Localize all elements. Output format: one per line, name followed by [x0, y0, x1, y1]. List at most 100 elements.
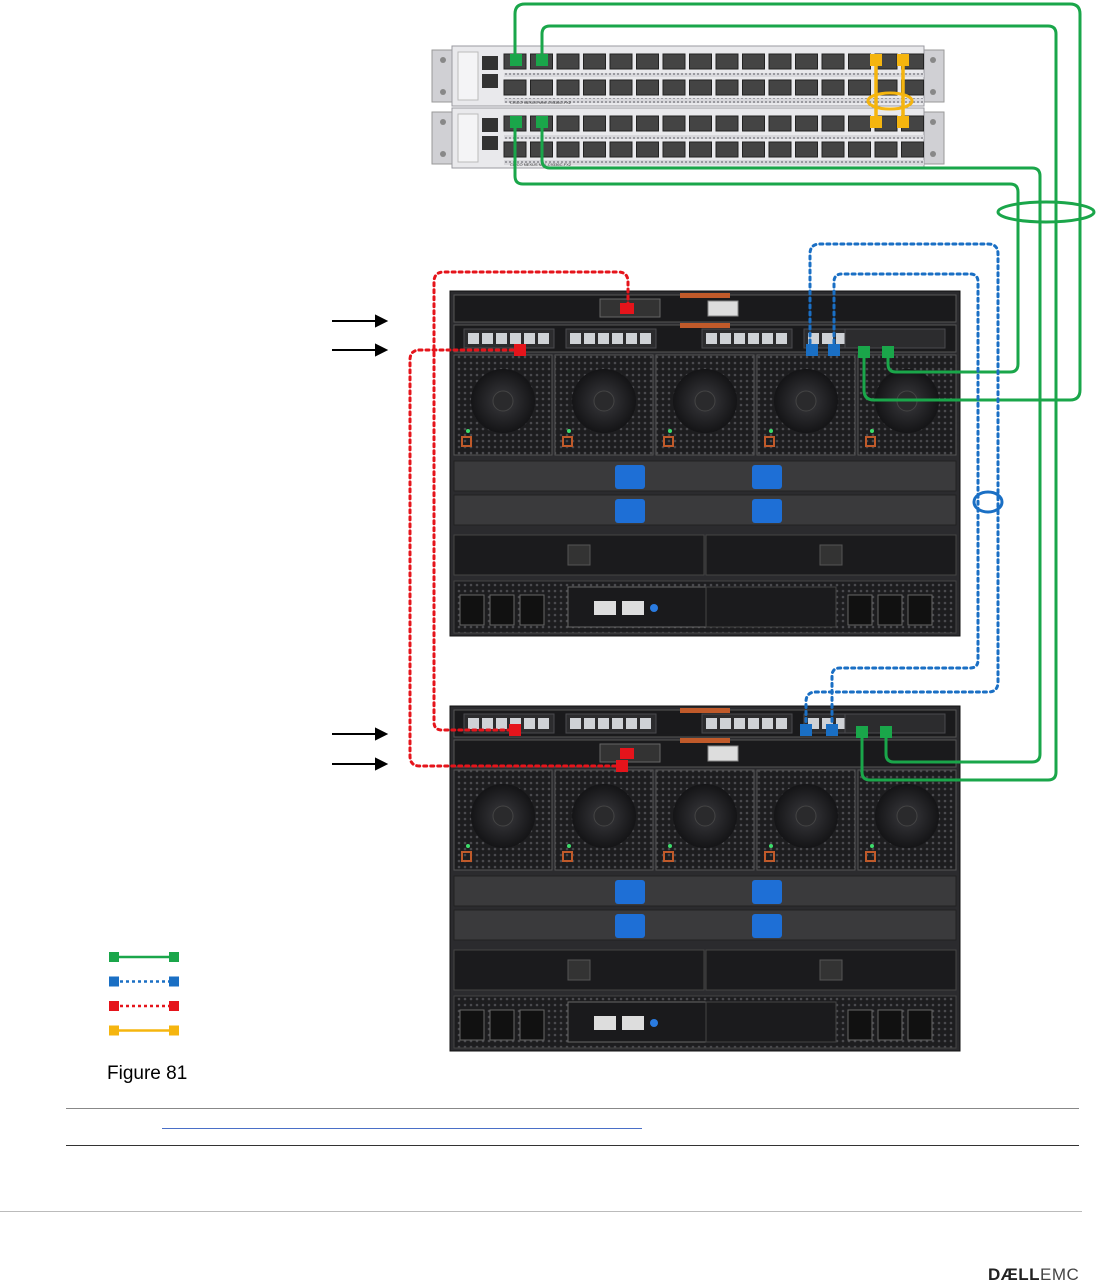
iom-port — [598, 718, 609, 729]
qsfp-port — [821, 79, 845, 96]
qsfp-port — [795, 53, 818, 70]
iom-port — [496, 718, 507, 729]
fan-hub — [795, 805, 817, 827]
mgmt-port — [482, 118, 498, 132]
screw-icon — [440, 151, 446, 157]
power-inlet — [847, 594, 873, 626]
connected-port — [897, 54, 909, 66]
qsfp-port — [848, 115, 871, 132]
power-inlet — [519, 1009, 545, 1041]
legend-item — [109, 952, 179, 962]
mgmt-port-red — [620, 303, 634, 314]
uplink-cable — [513, 2, 1082, 402]
fan-led — [769, 429, 773, 433]
iom-port — [720, 333, 731, 344]
legend — [109, 952, 179, 1036]
iom-port — [524, 333, 535, 344]
latch-handle — [680, 708, 730, 713]
qsfp-port — [715, 141, 739, 158]
screw-icon — [930, 119, 936, 125]
connected-port — [800, 724, 812, 736]
latch-handle — [680, 738, 730, 743]
iom-port — [640, 333, 651, 344]
chassis — [449, 705, 961, 1052]
qsfp-port — [742, 79, 765, 96]
iom-port-bay — [844, 328, 946, 349]
sled-bay — [453, 460, 957, 492]
fan-release — [764, 851, 775, 862]
switch-vent — [504, 160, 924, 165]
power-inlet — [489, 1009, 515, 1041]
switch-vent — [504, 98, 924, 103]
qsfp-port — [689, 115, 712, 132]
rj45-port — [622, 1016, 644, 1030]
qsfp-port — [715, 79, 739, 96]
vlt-bundle-ring — [972, 490, 1004, 514]
qsfp-port — [609, 115, 633, 132]
screw-icon — [440, 119, 446, 125]
iom-port — [496, 333, 507, 344]
blue-handle — [615, 914, 645, 938]
qsfp-port — [742, 53, 765, 70]
uplink-cable — [540, 118, 1042, 764]
iom-port — [762, 333, 773, 344]
legend-endcap — [109, 1001, 119, 1011]
note-rule-bottom — [66, 1145, 1079, 1146]
qsfp-port — [609, 79, 633, 96]
blank-handle — [567, 959, 591, 981]
legend-endcap — [169, 1001, 179, 1011]
mgmt-port — [482, 74, 498, 88]
isl-bundle-ring — [866, 91, 914, 111]
power-inlet — [519, 594, 545, 626]
qsfp-port — [821, 53, 845, 70]
fan-release — [461, 436, 472, 447]
iom-port — [598, 333, 609, 344]
sled-bay — [453, 909, 957, 941]
vlt-cable — [830, 272, 980, 730]
reference-link-underline[interactable] — [162, 1128, 642, 1129]
blank-rear — [705, 586, 837, 628]
usb-block — [707, 745, 739, 762]
qsfp-port — [636, 141, 659, 158]
vlt-cable — [804, 242, 1000, 730]
qsfp-port — [795, 79, 818, 96]
fan-hub — [896, 805, 918, 827]
fan-hub — [795, 390, 817, 412]
qsfp-port — [636, 115, 659, 132]
uplink-cable — [513, 118, 1020, 374]
iom-port — [626, 333, 637, 344]
qsfp-port — [874, 141, 898, 158]
power-inlet — [459, 594, 485, 626]
qsfp-port — [715, 115, 739, 132]
fan-led — [870, 429, 874, 433]
qsfp-port — [848, 79, 871, 96]
fan-hub — [694, 390, 716, 412]
management-module — [453, 739, 957, 768]
blue-handle — [615, 499, 645, 523]
fan-led — [567, 429, 571, 433]
fan-hub — [492, 390, 514, 412]
logo-secondary: EMC — [1040, 1265, 1080, 1284]
switch: CISCO NEXUS N9K-C9336C-FX2 — [431, 45, 945, 107]
connected-port — [509, 724, 521, 736]
qsfp-port — [768, 141, 792, 158]
legend-endcap — [109, 952, 119, 962]
connected-port — [806, 344, 818, 356]
qsfp-port — [742, 115, 765, 132]
iom-port — [836, 718, 847, 729]
iom-port — [836, 333, 847, 344]
figure-caption: Figure 81 — [107, 1063, 188, 1084]
latch-handle — [680, 323, 730, 328]
qsfp-port — [503, 79, 527, 96]
iom-port — [570, 333, 581, 344]
qsfp-port — [556, 141, 580, 158]
qsfp-port — [768, 79, 792, 96]
legend-item — [109, 1001, 179, 1011]
rj45-port — [594, 1016, 616, 1030]
blank-handle — [819, 544, 843, 566]
iom-port — [468, 718, 479, 729]
chassis-group — [449, 290, 961, 1052]
note-rule-top — [66, 1108, 1079, 1109]
power-inlet — [877, 1009, 903, 1041]
blue-handle — [615, 465, 645, 489]
